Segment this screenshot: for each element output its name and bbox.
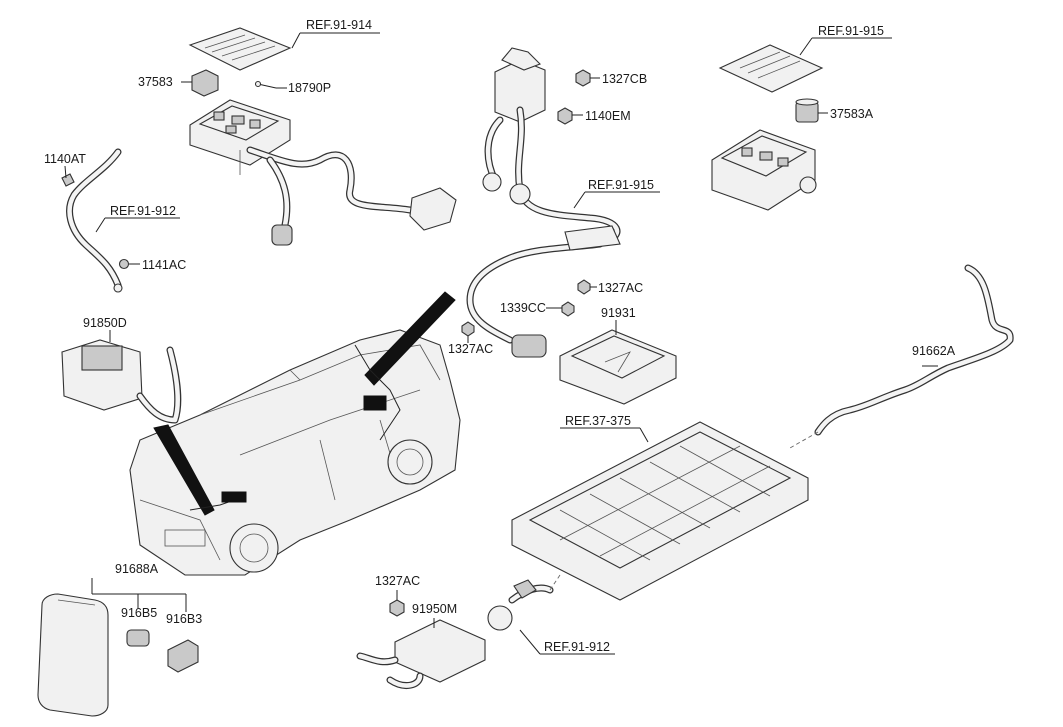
part-37583A[interactable] [795, 98, 819, 123]
part-91688A-cover[interactable] [37, 593, 109, 717]
part-1327CB-label[interactable]: 1327CB [602, 72, 648, 86]
part-1327AC-c-label[interactable]: 1327AC [375, 574, 421, 588]
part-1141AC-nut[interactable] [118, 258, 130, 270]
battery-pack-37-375[interactable] [511, 421, 809, 601]
part-91950M-module[interactable] [356, 619, 486, 689]
leader-ref-91-912-bottom [519, 629, 541, 655]
junction-box-assembly[interactable] [189, 99, 457, 246]
ref-91-915-mid-label[interactable]: REF.91-915 [588, 178, 655, 192]
part-91850D-label[interactable]: 91850D [83, 316, 127, 330]
harness-assembly-91-915[interactable] [466, 47, 621, 358]
part-91662A-cable[interactable] [789, 264, 1014, 449]
ref-91-915-top-label[interactable]: REF.91-915 [818, 24, 885, 38]
part-1339CC-label[interactable]: 1339CC [500, 301, 546, 315]
part-91931-cover[interactable] [559, 329, 677, 405]
callout-wedge-left [153, 424, 215, 516]
part-1327AC-a-label[interactable]: 1327AC [598, 281, 644, 295]
part-1327AC-nut-b[interactable] [461, 321, 475, 337]
part-37583-label[interactable]: 37583 [138, 75, 173, 89]
connector-dash-bottom [549, 574, 561, 591]
leader-ref-91-915-top [799, 37, 813, 56]
junction-box-right[interactable] [711, 129, 817, 211]
part-1140AT-label[interactable]: 1140AT [44, 152, 86, 166]
part-91688A-label[interactable]: 91688A [115, 562, 159, 576]
cover-plate-91-915[interactable] [718, 44, 824, 93]
connector-ref-91-912-bottom[interactable] [487, 579, 554, 631]
part-1327CB-nut[interactable] [575, 69, 591, 87]
ref-37-375-label[interactable]: REF.37-375 [565, 414, 632, 428]
part-1339CC-nut[interactable] [561, 301, 575, 317]
leader-ref-91-915-mid [573, 191, 586, 209]
part-1140AT-bolt[interactable] [61, 173, 75, 187]
part-916B5-plug[interactable] [126, 629, 150, 647]
leader-ref-91-914 [291, 32, 301, 49]
part-18790P-label[interactable]: 18790P [288, 81, 332, 95]
part-1140EM-bolt[interactable] [557, 107, 573, 125]
callout-wedge-right [364, 291, 456, 386]
ref-91-914-label[interactable]: REF.91-914 [306, 18, 373, 32]
part-91931-label[interactable]: 91931 [601, 306, 636, 320]
leader-ref-91-912-top [95, 217, 106, 233]
part-916B3-label[interactable]: 916B3 [166, 612, 203, 626]
part-1327AC-b-label[interactable]: 1327AC [448, 342, 494, 356]
part-1141AC-label[interactable]: 1141AC [142, 258, 187, 272]
cable-ref-91-912-top[interactable] [66, 148, 123, 293]
part-91662A-label[interactable]: 91662A [912, 344, 956, 358]
ref-91-912-bottom-label[interactable]: REF.91-912 [544, 640, 611, 654]
part-91850D-bracket[interactable] [61, 339, 182, 424]
ref-91-912-top-label[interactable]: REF.91-912 [110, 204, 177, 218]
part-916B3-plug[interactable] [167, 639, 199, 673]
part-1140EM-label[interactable]: 1140EM [585, 109, 631, 123]
part-1327AC-nut-a[interactable] [577, 279, 591, 295]
part-37583[interactable] [191, 69, 219, 97]
part-91950M-label[interactable]: 91950M [412, 602, 458, 616]
vehicle-harness-mid[interactable] [354, 344, 401, 441]
leader-ref-37-375 [639, 427, 649, 443]
vehicle-harness-front[interactable] [189, 491, 247, 511]
part-916B5-label[interactable]: 916B5 [121, 606, 158, 620]
part-18790P[interactable] [254, 80, 277, 89]
leader-1140AT [64, 165, 67, 179]
vehicle-body [129, 329, 461, 576]
part-1327AC-nut-c[interactable] [389, 599, 405, 617]
part-37583A-label[interactable]: 37583A [830, 107, 874, 121]
cover-plate-91-914[interactable] [188, 27, 292, 71]
